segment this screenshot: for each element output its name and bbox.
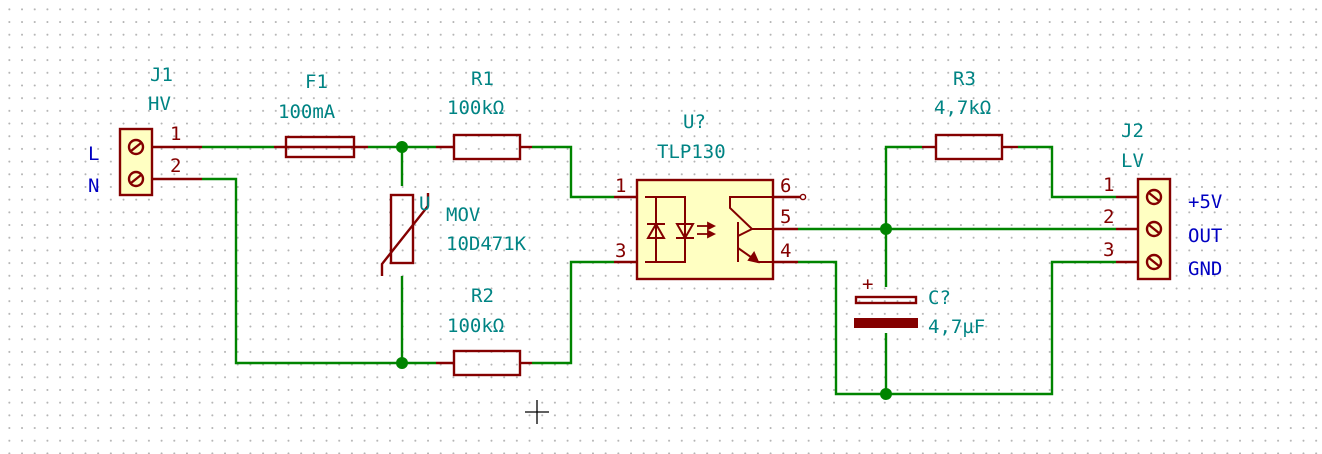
screw-terminal-icon [127,138,145,156]
wire-r3-left [884,145,922,229]
component-value: HV [148,93,171,115]
net-label-5v: +5V [1188,191,1222,213]
phototransistor-icon [729,196,773,264]
component-value: 10D471K [446,233,527,255]
no-connect-pin [799,193,807,201]
pin-number: 3 [1103,239,1114,261]
screw-terminal-icon [1145,188,1163,206]
screw-terminal-icon [1145,220,1163,238]
junction-dot [880,388,892,400]
component-value: 100kΩ [447,315,504,337]
net-label-n: N [88,175,99,197]
screw-terminal-icon [127,170,145,188]
pin-number: 3 [615,240,626,262]
pin-number: 4 [780,240,791,262]
component-ref: F1 [305,71,328,93]
component-ref: J1 [150,64,173,86]
polarity-mark: + [862,273,873,295]
varistor-mark: U [419,193,430,215]
connector-j2[interactable]: 1 2 3 J2 LV [1103,120,1172,281]
wire-r1-u1 [532,145,614,199]
resistor-body [934,133,1004,161]
pin-number: 1 [170,123,181,145]
component-ref: R2 [471,285,494,307]
varistor-mov[interactable]: U MOV 10D471K [380,193,527,276]
connector-body [118,127,154,197]
crosshair-cursor-icon [525,400,549,424]
varistor-body [389,193,415,265]
resistor-r3[interactable]: R3 4,7kΩ [922,68,1018,161]
wire-j1-r2 [202,177,436,365]
wires [202,145,1116,396]
component-ref: MOV [446,204,480,226]
net-label-gnd: GND [1188,258,1222,280]
wire-u1-gnd [798,260,1116,396]
component-ref: R1 [471,68,494,90]
resistor-r2[interactable]: R2 100kΩ [436,285,532,377]
net-label-out: OUT [1188,225,1222,247]
wire-r3-j2 [1018,145,1116,199]
component-ref: U? [683,111,706,133]
fuse-f1[interactable]: F1 100mA [274,71,368,159]
component-ref: R3 [953,68,976,90]
light-arrows-icon [697,221,717,239]
pin-number: 1 [1103,174,1114,196]
component-value: 4,7kΩ [934,97,991,119]
optocoupler-u1[interactable]: 1 3 6 5 4 [614,111,807,281]
wire-r2-u1 [532,260,614,365]
led-pair-icon [645,196,695,263]
connector-j1[interactable]: 1 2 J1 HV [118,64,202,197]
junction-dot [396,141,408,153]
component-value: LV [1121,150,1144,172]
component-ref: C? [928,287,951,309]
junction-dot [396,357,408,369]
net-label-l: L [88,143,99,165]
component-value: 4,7µF [928,316,985,338]
varistor-diagonal [380,193,430,276]
component-value: 100kΩ [447,97,504,119]
capacitor-c1[interactable]: + C? 4,7µF [854,273,985,338]
resistor-body [452,349,522,377]
pin-number: 2 [1103,206,1114,228]
pin-number: 6 [780,175,791,197]
screw-terminal-icon [1145,253,1163,271]
pin-number: 5 [780,206,791,228]
component-value: 100mA [278,101,336,123]
component-ref: J2 [1121,120,1144,142]
pin-number: 1 [615,175,626,197]
resistor-body [452,133,522,161]
capacitor-plate-positive [854,295,918,305]
junction-dot [880,223,892,235]
resistor-r1[interactable]: R1 100kΩ [436,68,532,161]
capacitor-plate-negative [854,318,918,328]
component-value: TLP130 [657,141,726,163]
pin-number: 2 [170,155,181,177]
